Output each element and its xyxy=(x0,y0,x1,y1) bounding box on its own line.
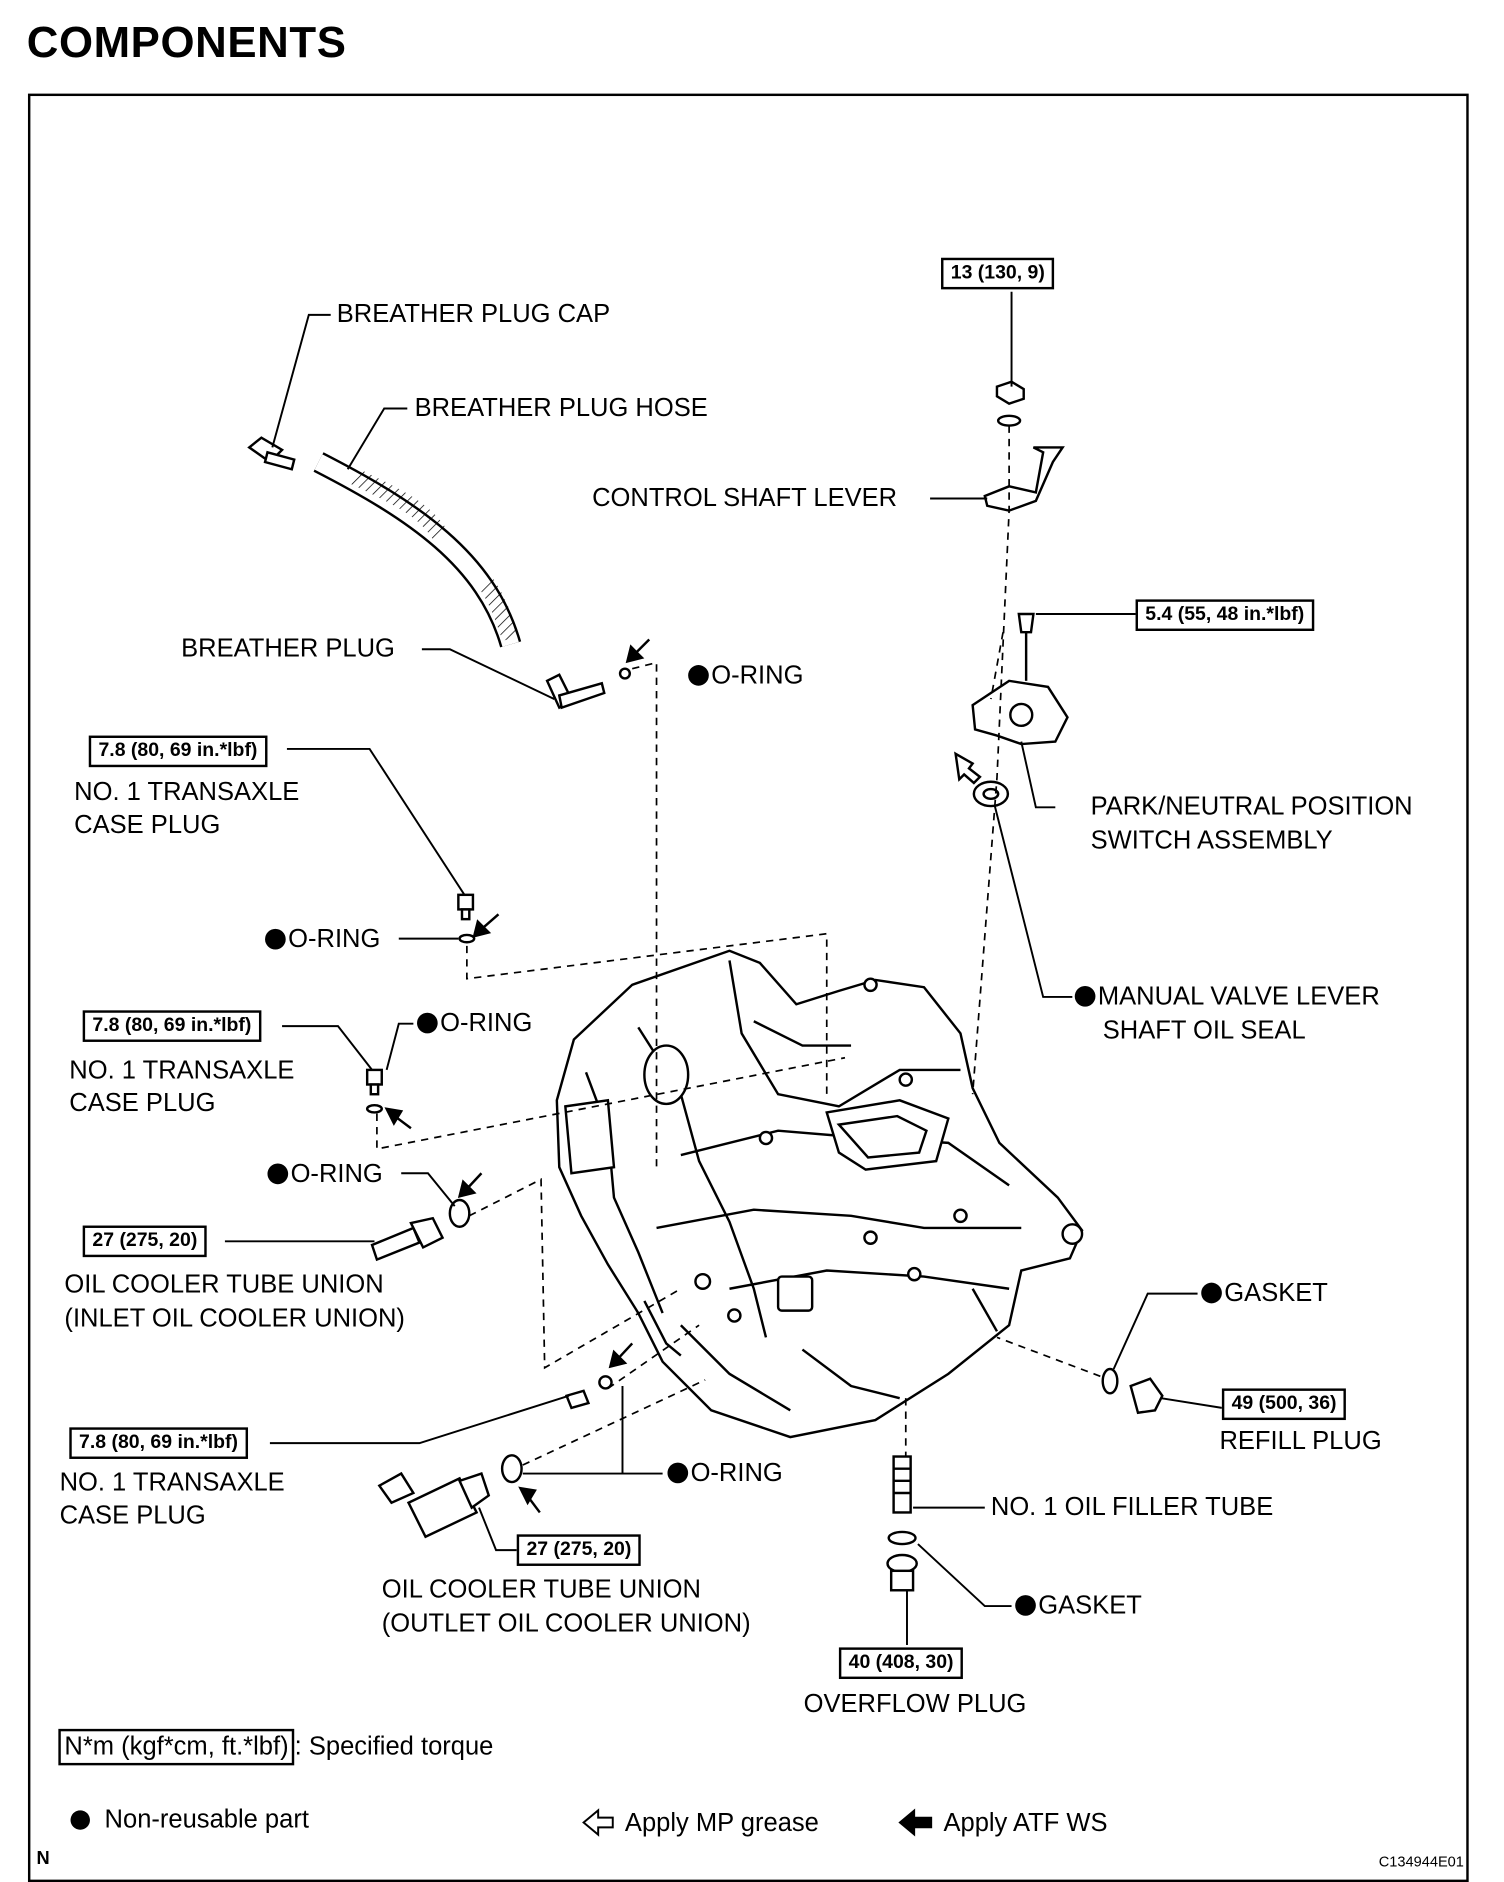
case-plug-1-part xyxy=(457,893,476,944)
label-inlet-union-line1: OIL COOLER TUBE UNION xyxy=(64,1270,384,1299)
alignment-lines xyxy=(376,425,1101,1466)
figure-code: C134944E01 xyxy=(1378,1852,1464,1870)
filled-circle-icon xyxy=(70,1810,90,1830)
non-reusable-dot-icon xyxy=(1074,986,1096,1007)
non-reusable-dot-icon xyxy=(667,1462,689,1484)
label-outlet-union-line2: (OUTLET OIL COOLER UNION) xyxy=(381,1609,751,1638)
label-park-neutral-line1: PARK/NEUTRAL POSITION xyxy=(1090,792,1413,821)
solid-arrow-icon xyxy=(898,1808,933,1837)
manual-valve-seal-part xyxy=(972,780,1010,808)
breather-plug-cap-part xyxy=(247,436,296,471)
breather-plug-part xyxy=(545,667,632,710)
non-reusable-dot-icon xyxy=(1201,1282,1222,1304)
label-refill-plug: REFILL PLUG xyxy=(1219,1427,1382,1456)
leader-lines xyxy=(224,291,1223,1645)
label-manual-valve-line1: MANUAL VALVE LEVER xyxy=(1074,980,1380,1013)
label-o-ring-2: O-RING xyxy=(265,923,380,956)
corner-mark: N xyxy=(36,1848,50,1869)
torque-case-plug-2: 7.8 (80, 69 in.*lbf) xyxy=(82,1010,262,1042)
label-outlet-union-line1: OIL COOLER TUBE UNION xyxy=(381,1575,701,1604)
label-o-ring-3: O-RING xyxy=(417,1007,532,1040)
legend-torque: N*m (kgf*cm, ft.*lbf): Specified torque xyxy=(58,1728,494,1766)
case-plug-2-part xyxy=(365,1068,383,1114)
outline-arrow-icon xyxy=(582,1808,614,1837)
torque-refill-plug: 49 (500, 36) xyxy=(1221,1388,1347,1421)
label-case-plug-3-line2: CASE PLUG xyxy=(59,1501,206,1530)
oil-filler-tube-part xyxy=(886,1455,918,1592)
torque-control-shaft-nut: 13 (130, 9) xyxy=(941,257,1055,290)
torque-case-plug-1: 7.8 (80, 69 in.*lbf) xyxy=(88,735,268,768)
legend-non-reusable: Non-reusable part xyxy=(104,1805,309,1834)
label-breather-plug-cap: BREATHER PLUG CAP xyxy=(336,300,611,329)
page-title: COMPONENTS xyxy=(26,17,347,67)
control-shaft-lever-part xyxy=(983,380,1065,512)
label-control-shaft-lever: CONTROL SHAFT LEVER xyxy=(592,483,898,512)
torque-overflow-plug: 40 (408, 30) xyxy=(838,1647,964,1680)
legend-torque-unit: N*m (kgf*cm, ft.*lbf) xyxy=(58,1728,295,1766)
label-park-neutral-line2: SWITCH ASSEMBLY xyxy=(1090,826,1333,855)
label-breather-plug: BREATHER PLUG xyxy=(181,634,395,663)
legend-torque-desc: : Specified torque xyxy=(294,1732,494,1761)
label-inlet-union-line2: (INLET OIL COOLER UNION) xyxy=(64,1304,405,1333)
label-gasket-1: GASKET xyxy=(1201,1277,1328,1310)
breather-plug-hose-part xyxy=(313,452,522,648)
outlet-union-part xyxy=(377,1454,523,1539)
label-oil-filler-tube: NO. 1 OIL FILLER TUBE xyxy=(990,1493,1274,1521)
label-case-plug-1-line2: CASE PLUG xyxy=(74,810,221,839)
legend-mp-grease: Apply MP grease xyxy=(624,1809,819,1838)
torque-park-neutral-bolt: 5.4 (55, 48 in.*lbf) xyxy=(1135,599,1314,632)
label-o-ring-5: O-RING xyxy=(667,1457,783,1490)
label-breather-plug-hose: BREATHER PLUG HOSE xyxy=(414,393,708,422)
non-reusable-dot-icon xyxy=(417,1012,438,1034)
inlet-union-part xyxy=(370,1198,471,1262)
park-neutral-switch-part xyxy=(971,612,1069,746)
atf-arrows xyxy=(384,638,651,1514)
label-case-plug-1-line1: NO. 1 TRANSAXLE xyxy=(74,778,300,807)
case-plug-3-part xyxy=(564,1375,613,1410)
non-reusable-dot-icon xyxy=(267,1163,289,1185)
label-o-ring-1: O-RING xyxy=(688,659,803,692)
label-manual-valve-line2: SHAFT OIL SEAL xyxy=(1102,1016,1306,1045)
label-o-ring-4: O-RING xyxy=(267,1157,383,1190)
non-reusable-dot-icon xyxy=(688,665,709,686)
label-gasket-2: GASKET xyxy=(1015,1589,1142,1622)
torque-case-plug-3: 7.8 (80, 69 in.*lbf) xyxy=(69,1427,248,1459)
refill-plug-part xyxy=(1101,1367,1164,1415)
label-case-plug-2-line1: NO. 1 TRANSAXLE xyxy=(69,1056,295,1085)
legend-atf-ws: Apply ATF WS xyxy=(943,1809,1108,1838)
torque-outlet-union: 27 (275, 20) xyxy=(516,1534,642,1566)
transaxle-case xyxy=(555,949,1084,1439)
label-case-plug-2-line2: CASE PLUG xyxy=(69,1089,216,1118)
torque-inlet-union: 27 (275, 20) xyxy=(82,1225,208,1258)
non-reusable-dot-icon xyxy=(1015,1595,1036,1616)
mp-grease-arrow xyxy=(954,751,982,785)
non-reusable-dot-icon xyxy=(265,928,286,950)
label-case-plug-3-line1: NO. 1 TRANSAXLE xyxy=(59,1468,285,1497)
label-overflow-plug: OVERFLOW PLUG xyxy=(803,1689,1027,1718)
